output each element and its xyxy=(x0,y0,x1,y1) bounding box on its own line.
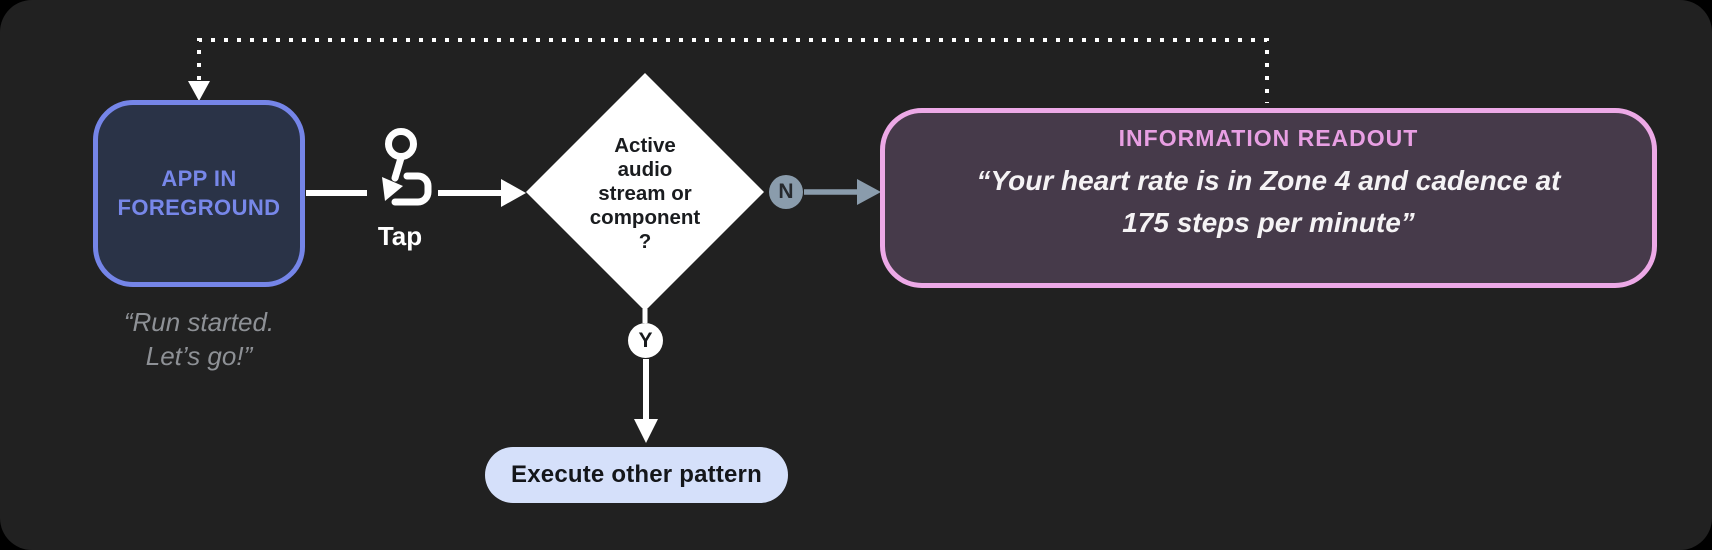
readout-title: INFORMATION READOUT xyxy=(1118,125,1419,151)
app-node-voice-caption: “Run started. Let’s go!” xyxy=(123,307,275,371)
no-branch-arrowhead xyxy=(857,179,881,205)
node-information-readout: INFORMATION READOUT “Your heart rate is … xyxy=(880,108,1657,288)
feedback-dotted-connector xyxy=(197,38,1269,103)
yes-branch-arrowhead xyxy=(634,419,658,443)
decision-label: Active audio stream or component ? xyxy=(589,133,701,254)
branch-yes-badge: Y xyxy=(628,323,663,358)
branch-no-badge: N xyxy=(769,175,803,209)
execute-label: Execute other pattern xyxy=(511,461,762,488)
readout-quote: “Your heart rate is in Zone 4 and cadenc… xyxy=(976,165,1561,238)
node-execute-other-pattern: Execute other pattern xyxy=(485,447,788,503)
app-node-label: APP IN FOREGROUND xyxy=(117,165,281,220)
feedback-arrowhead xyxy=(188,81,210,101)
tap-to-decision-arrowhead xyxy=(501,179,526,207)
tap-gesture-icon xyxy=(370,127,436,219)
node-app-in-foreground: APP IN FOREGROUND xyxy=(93,100,305,287)
tap-label: Tap xyxy=(377,221,423,251)
